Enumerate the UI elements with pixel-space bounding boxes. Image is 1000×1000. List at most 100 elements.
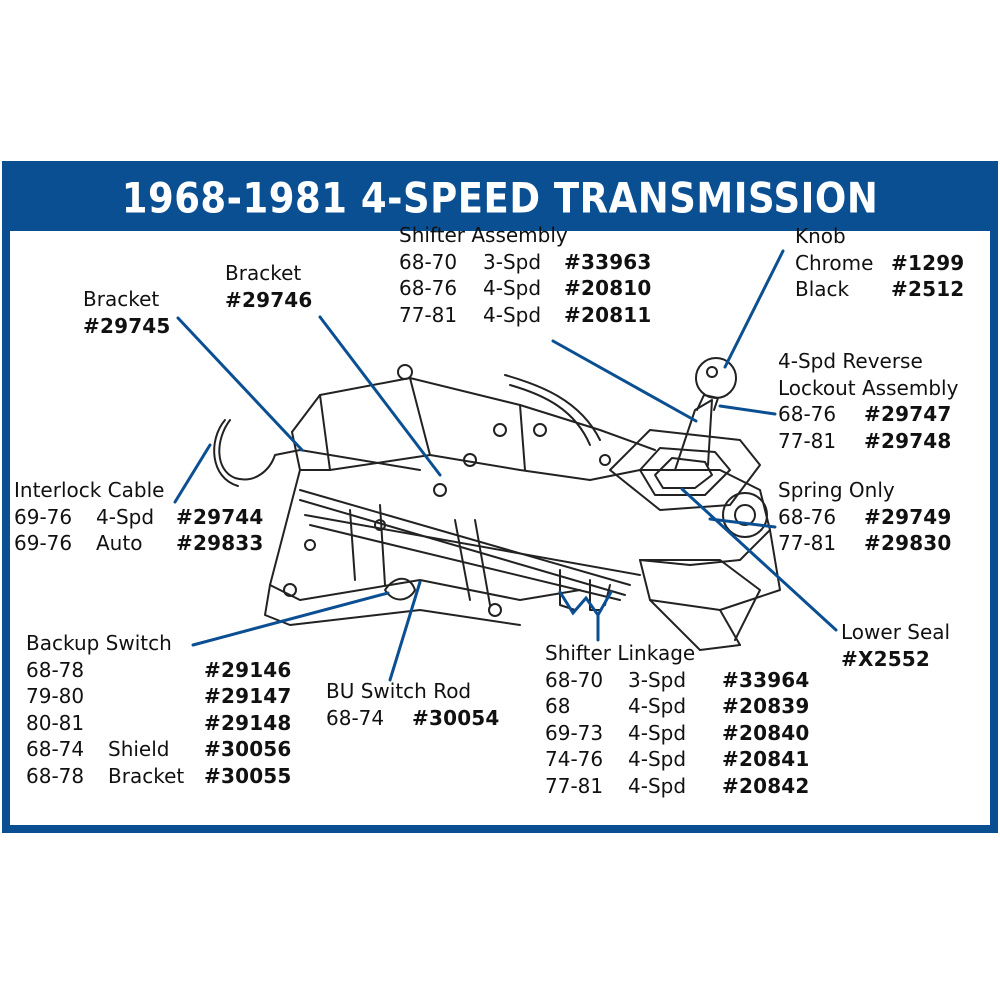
callout-spring-only: Spring Only 68-76 #29749 77-81 #29830 bbox=[778, 477, 951, 557]
part-number: #33963 bbox=[564, 249, 652, 274]
years: 77-81 bbox=[778, 531, 837, 555]
shifter-assembly-row: 77-81 4-Spd #20811 bbox=[399, 302, 651, 329]
reverse-lockout-row: 68-76 #29747 bbox=[778, 401, 958, 428]
transmission-line-art bbox=[213, 357, 781, 651]
bracket-heading: Bracket bbox=[225, 261, 302, 285]
part-number: #29744 bbox=[176, 504, 264, 529]
part-number: #29745 bbox=[83, 313, 171, 338]
years: 69-76 bbox=[14, 504, 73, 529]
interlock-cable-row: 69-76 Auto #29833 bbox=[14, 530, 263, 557]
diagram-title: 1968-1981 4-SPEED TRANSMISSION bbox=[121, 174, 879, 223]
type: 3-Spd bbox=[628, 667, 687, 692]
part-number: #2512 bbox=[891, 277, 965, 301]
years: 68-74 bbox=[26, 737, 85, 761]
reverse-lockout-heading-line2: Lockout Assembly bbox=[778, 375, 959, 400]
callout-interlock-cable: Interlock Cable 69-76 4-Spd #29744 69-76… bbox=[14, 477, 263, 557]
shifter-linkage-row: 68 4-Spd #20839 bbox=[545, 693, 809, 720]
part-number: #20811 bbox=[564, 302, 652, 327]
spring-only-row: 77-81 #29830 bbox=[778, 530, 951, 557]
part-number: #33964 bbox=[722, 667, 810, 692]
part-number: #20839 bbox=[722, 694, 810, 718]
leader-shifter-assembly bbox=[551, 339, 698, 423]
years: 80-81 bbox=[26, 710, 85, 735]
years: 68-78 bbox=[26, 657, 85, 682]
shifter-assembly-row: 68-70 3-Spd #33963 bbox=[399, 249, 651, 276]
years: 77-81 bbox=[545, 773, 604, 798]
leader-bracket-29746 bbox=[318, 315, 442, 477]
years: 68-76 bbox=[778, 402, 837, 426]
leader-bracket-29745 bbox=[176, 316, 304, 452]
bu-switch-rod-row: 68-74 #30054 bbox=[326, 705, 499, 732]
shifter-linkage-row: 74-76 4-Spd #20841 bbox=[545, 746, 809, 773]
type: Bracket bbox=[108, 763, 185, 788]
type: Chrome bbox=[795, 250, 874, 275]
backup-switch-row: 68-78 #29146 bbox=[26, 657, 291, 684]
years: 68-76 bbox=[778, 504, 837, 529]
years: 77-81 bbox=[399, 302, 458, 327]
part-number: #20842 bbox=[722, 773, 810, 798]
type: 4-Spd bbox=[628, 747, 687, 771]
years: 79-80 bbox=[26, 684, 85, 708]
part-number: #29146 bbox=[204, 657, 292, 682]
callout-shifter-assembly: Shifter Assembly 68-70 3-Spd #33963 68-7… bbox=[399, 222, 651, 329]
part-number: #20810 bbox=[564, 276, 652, 300]
years: 68 bbox=[545, 694, 571, 718]
leader-reverse-lockout bbox=[718, 404, 777, 416]
part-number: #29747 bbox=[864, 402, 952, 426]
leader-shifter-linkage bbox=[558, 590, 613, 642]
years: 68-78 bbox=[26, 763, 85, 788]
callout-bracket-29746: Bracket #29746 bbox=[225, 260, 313, 313]
years: 77-81 bbox=[778, 428, 837, 453]
type: Black bbox=[795, 277, 850, 301]
backup-switch-heading: Backup Switch bbox=[26, 631, 172, 655]
type: 4-Spd bbox=[483, 276, 542, 300]
leader-spring-only bbox=[708, 517, 777, 529]
shifter-linkage-row: 69-73 4-Spd #20840 bbox=[545, 720, 809, 747]
part-number: #20841 bbox=[722, 747, 810, 771]
years: 68-76 bbox=[399, 276, 458, 300]
type: 4-Spd bbox=[628, 694, 687, 718]
years: 68-74 bbox=[326, 705, 385, 730]
diagram-frame: 1968-1981 4-SPEED TRANSMISSION bbox=[2, 161, 998, 833]
callout-knob: Knob Chrome #1299 Black #2512 bbox=[795, 223, 964, 303]
interlock-cable-heading: Interlock Cable bbox=[14, 478, 165, 502]
part-number: #30056 bbox=[204, 737, 292, 761]
callout-backup-switch: Backup Switch 68-78 #29146 79-80 #29147 … bbox=[26, 630, 291, 789]
leader-lower-seal bbox=[680, 487, 838, 632]
title-banner: 1968-1981 4-SPEED TRANSMISSION bbox=[10, 169, 990, 231]
type: 4-Spd bbox=[628, 773, 687, 798]
part-number: #20840 bbox=[722, 720, 810, 745]
type: Auto bbox=[96, 531, 143, 555]
reverse-lockout-row: 77-81 #29748 bbox=[778, 428, 958, 455]
leader-interlock-cable bbox=[173, 443, 212, 504]
knob-row: Chrome #1299 bbox=[795, 250, 964, 277]
type: 4-Spd bbox=[96, 504, 155, 529]
shifter-linkage-row: 77-81 4-Spd #20842 bbox=[545, 773, 809, 800]
leader-backup-switch bbox=[191, 591, 390, 647]
years: 69-76 bbox=[14, 531, 73, 555]
lower-seal-heading: Lower Seal bbox=[841, 620, 951, 644]
leader-lines bbox=[173, 249, 838, 682]
part-number: #30054 bbox=[412, 705, 500, 730]
callout-reverse-lockout: 4-Spd Reverse Lockout Assembly 68-76 #29… bbox=[778, 348, 958, 454]
part-number: #29746 bbox=[225, 287, 313, 312]
part-number: #29749 bbox=[864, 504, 952, 529]
bracket-heading: Bracket bbox=[83, 287, 160, 311]
spring-only-heading: Spring Only bbox=[778, 478, 895, 502]
spring-only-row: 68-76 #29749 bbox=[778, 504, 951, 531]
type: Shield bbox=[108, 737, 170, 761]
shifter-linkage-heading: Shifter Linkage bbox=[545, 641, 696, 665]
leader-knob bbox=[723, 249, 785, 369]
bu-switch-rod-heading: BU Switch Rod bbox=[326, 679, 472, 703]
part-number: #1299 bbox=[891, 250, 965, 275]
backup-switch-row: 68-74 Shield #30056 bbox=[26, 736, 291, 763]
knob-heading: Knob bbox=[795, 224, 846, 248]
leader-bu-switch-rod bbox=[388, 580, 422, 682]
part-number: #X2552 bbox=[841, 646, 931, 671]
shifter-linkage-row: 68-70 3-Spd #33964 bbox=[545, 667, 809, 694]
part-number: #29147 bbox=[204, 684, 292, 708]
part-number: #29148 bbox=[204, 710, 292, 735]
backup-switch-row: 79-80 #29147 bbox=[26, 683, 291, 710]
part-number: #29833 bbox=[176, 531, 264, 555]
callout-lower-seal: Lower Seal #X2552 bbox=[841, 619, 950, 672]
